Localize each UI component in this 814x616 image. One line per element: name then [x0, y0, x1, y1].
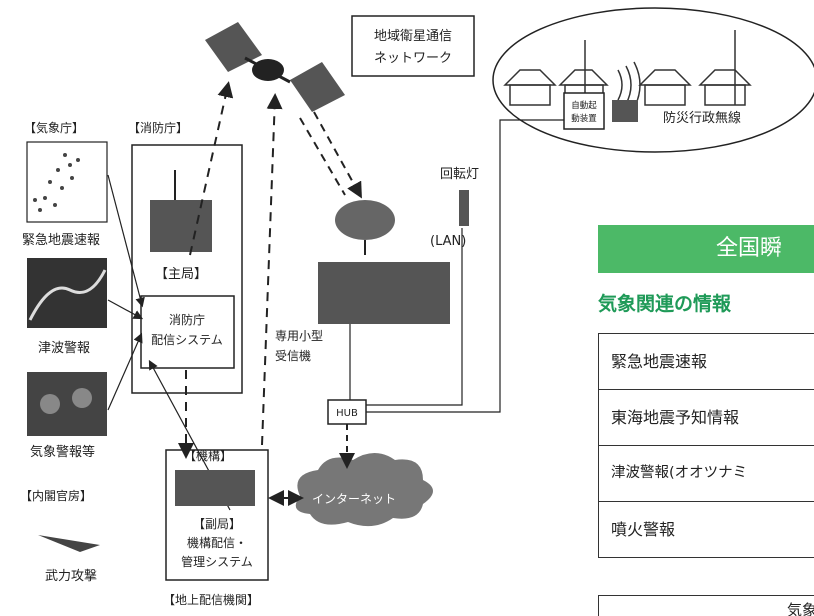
radio-unit-icon: [612, 100, 638, 122]
org-label: 【機構】: [184, 448, 232, 463]
ground-label: 【地上配信機関】: [163, 592, 259, 607]
section-title: 気象関連の情報: [598, 293, 732, 315]
auto-start-label: 自動起: [571, 100, 597, 111]
lan-label: (LAN): [430, 234, 466, 249]
main-station-label: 【主局】: [155, 267, 207, 282]
fire-system-label: 消防庁: [169, 312, 205, 327]
eew-label: 緊急地震速報: [22, 233, 100, 248]
table-row: 緊急地震速報: [598, 334, 814, 390]
panel-banner: 全国瞬: [598, 225, 814, 273]
weather-label: 気象警報等: [30, 444, 95, 460]
network-box-text: 地域衛星通信: [374, 29, 452, 44]
tsunami-image: [27, 258, 107, 328]
cabinet-label: 【内閣官房】: [20, 488, 92, 503]
armed-attack-label: 武力攻撃: [45, 568, 97, 584]
connector-lines: [349, 119, 564, 413]
sub-station-label-2: 機構配信・: [187, 535, 247, 550]
weather-image: [27, 372, 107, 436]
info-panel: 全国瞬 気象関連の情報 緊急地震速報 東海地震予知情報 津波警報(オオツナミ 噴…: [598, 225, 814, 616]
hub-label: HUB: [336, 408, 358, 419]
info-table: 緊急地震速報 東海地震予知情報 津波警報(オオツナミ 噴火警報: [598, 333, 814, 558]
agency-meteorological: 【気象庁】: [24, 120, 84, 135]
agency-fire: 【消防庁】: [128, 120, 188, 135]
radio-label: 防災行政無線: [663, 110, 741, 126]
internet-label: インターネット: [312, 492, 396, 506]
earthquake-map-image: [26, 141, 108, 223]
fire-system-box: [140, 295, 235, 369]
table-row: 東海地震予知情報: [598, 390, 814, 446]
internet-cloud: [295, 453, 433, 527]
rotating-light-icon: [459, 190, 469, 226]
table-footer: 気象: [598, 595, 814, 616]
sub-station-label-3: 管理システム: [181, 554, 253, 569]
satellite-icon: [205, 22, 345, 112]
auto-start-device: [563, 92, 605, 130]
table-row: 津波警報(オオツナミ: [598, 446, 814, 502]
community-area: [492, 7, 814, 153]
receiver-label-2: 受信機: [275, 348, 311, 363]
network-box-text-2: ネットワーク: [374, 51, 452, 66]
receiver-label: 専用小型: [275, 329, 323, 343]
tsunami-label: 津波警報: [38, 340, 90, 356]
auto-start-label-2: 動装置: [571, 113, 597, 124]
dish-antenna-icon: [335, 200, 395, 255]
fire-system-label-2: 配信システム: [151, 333, 223, 347]
sub-station-label: 【副局】: [193, 517, 241, 531]
receiver-icon: [318, 262, 450, 324]
server-icon: [175, 470, 255, 506]
building-icon: [150, 200, 212, 252]
table-row: 噴火警報: [598, 502, 814, 558]
dots-icon: [33, 153, 80, 212]
missile-icon: [38, 535, 100, 552]
sub-station-box: [165, 449, 269, 581]
rotating-light-label: 回転灯: [440, 167, 479, 182]
network-box: [351, 15, 475, 77]
